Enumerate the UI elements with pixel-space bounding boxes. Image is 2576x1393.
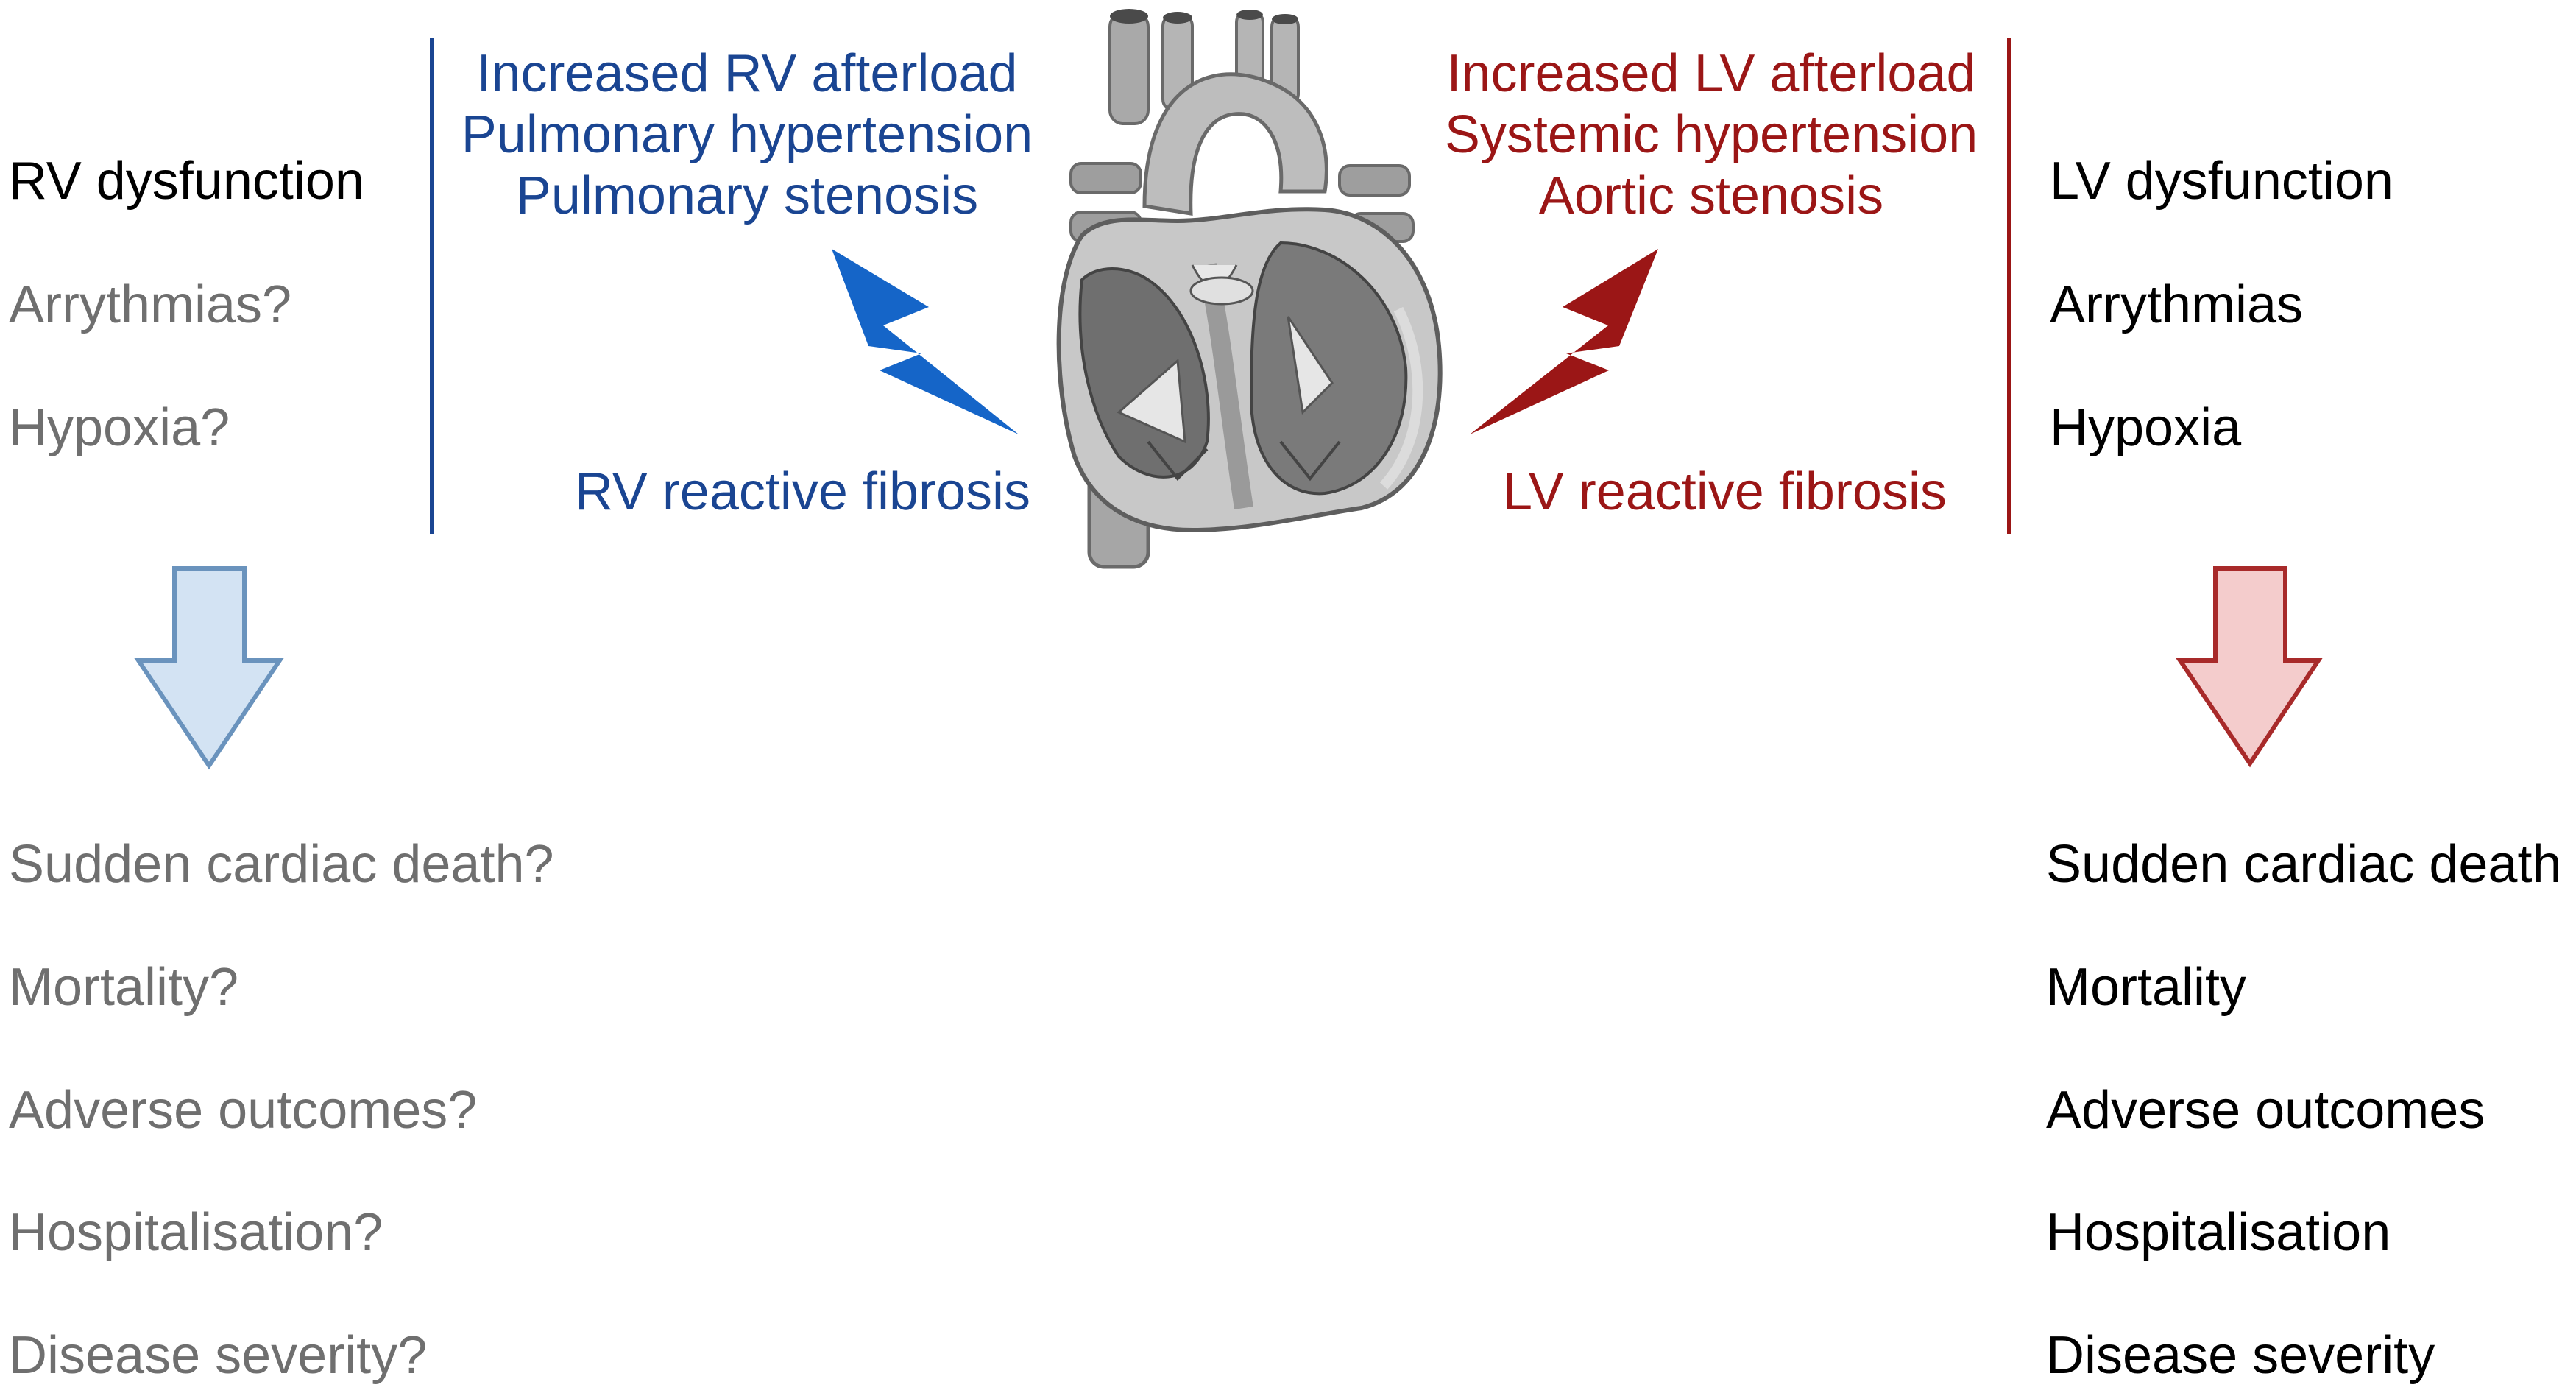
lv-outcome-hospitalisation: Hospitalisation xyxy=(2046,1203,2391,1262)
lv-header-line-1: Increased LV afterload xyxy=(1446,44,1976,103)
rv-outcome-mortality: Mortality? xyxy=(9,958,239,1017)
right-down-arrow-icon xyxy=(2176,566,2323,768)
left-lightning-bolt-icon xyxy=(832,249,1019,434)
rv-condition-arrythmias: Arrythmias? xyxy=(9,275,292,334)
lv-outcome-adverse: Adverse outcomes xyxy=(2046,1081,2485,1140)
rv-header-line-3: Pulmonary stenosis xyxy=(515,166,979,225)
left-down-arrow-icon xyxy=(134,566,284,770)
lv-condition-arrythmias: Arrythmias xyxy=(2050,275,2304,334)
lv-condition-hypoxia: Hypoxia xyxy=(2050,398,2242,457)
rv-outcome-hospitalisation: Hospitalisation? xyxy=(9,1203,383,1262)
rv-outcome-severity: Disease severity? xyxy=(9,1326,428,1385)
rv-condition-dysfunction: RV dysfunction xyxy=(9,152,364,211)
lv-outcome-mortality: Mortality xyxy=(2046,958,2247,1017)
heart-anatomy-icon xyxy=(1056,9,1443,569)
lv-fibrosis-label: LV reactive fibrosis xyxy=(1503,462,1947,521)
lv-condition-dysfunction: LV dysfunction xyxy=(2050,152,2393,211)
lv-outcome-sudden-death: Sudden cardiac death xyxy=(2046,835,2562,894)
lv-header-line-3: Aortic stenosis xyxy=(1538,166,1884,225)
rv-fibrosis-label: RV reactive fibrosis xyxy=(575,462,1030,521)
rv-header-line-1: Increased RV afterload xyxy=(476,44,1018,103)
lv-outcome-severity: Disease severity xyxy=(2046,1326,2435,1385)
rv-header-line-2: Pulmonary hypertension xyxy=(461,105,1033,164)
lv-header-line-2: Systemic hypertension xyxy=(1444,105,1978,164)
right-lightning-bolt-icon xyxy=(1470,249,1658,434)
rv-outcome-adverse: Adverse outcomes? xyxy=(9,1081,478,1140)
rv-condition-hypoxia: Hypoxia? xyxy=(9,398,230,457)
rv-outcome-sudden-death: Sudden cardiac death? xyxy=(9,835,554,894)
